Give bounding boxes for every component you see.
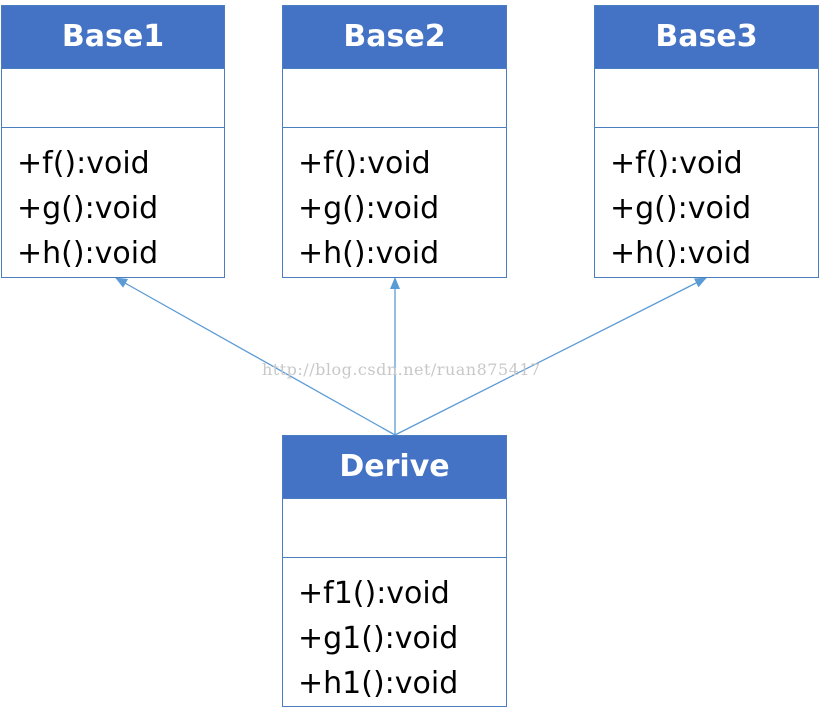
attributes-compartment — [283, 68, 506, 128]
method: +g():void — [610, 191, 752, 226]
method: +g1():void — [298, 621, 459, 656]
method: +h():void — [17, 236, 159, 271]
method: +f():void — [17, 146, 150, 181]
method: +h():void — [298, 236, 440, 271]
class-name: Base1 — [2, 6, 224, 68]
arrow-derive-to-base3 — [394, 277, 707, 436]
methods-compartment: +f():void +g():void +h():void — [2, 128, 224, 276]
arrow-derive-to-base1 — [115, 277, 396, 436]
methods-compartment: +f():void +g():void +h():void — [283, 128, 506, 276]
method: +f1():void — [298, 576, 450, 611]
method: +f():void — [298, 146, 431, 181]
class-name: Base2 — [283, 6, 506, 68]
watermark-text: http://blog.csdn.net/ruan875417 — [262, 360, 541, 379]
method: +h():void — [610, 236, 752, 271]
class-name: Derive — [283, 436, 506, 498]
methods-compartment: +f1():void +g1():void +h1():void — [283, 558, 506, 706]
methods-compartment: +f():void +g():void +h():void — [595, 128, 818, 276]
attributes-compartment — [595, 68, 818, 128]
method: +g():void — [298, 191, 440, 226]
class-derive: Derive +f1():void +g1():void +h1():void — [282, 435, 507, 707]
method: +f():void — [610, 146, 743, 181]
class-base2: Base2 +f():void +g():void +h():void — [282, 5, 507, 278]
class-base3: Base3 +f():void +g():void +h():void — [594, 5, 819, 278]
method: +h1():void — [298, 666, 459, 701]
attributes-compartment — [2, 68, 224, 128]
class-name: Base3 — [595, 6, 818, 68]
attributes-compartment — [283, 498, 506, 558]
class-base1: Base1 +f():void +g():void +h():void — [1, 5, 225, 278]
method: +g():void — [17, 191, 159, 226]
